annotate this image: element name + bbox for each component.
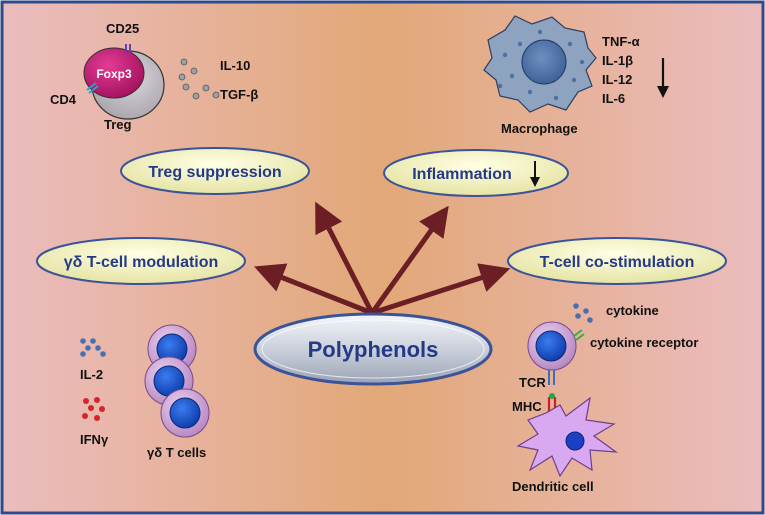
tgfb-label: TGF-β: [220, 87, 258, 102]
gd-tcells-group: IL-2 IFNγ γδ T cells: [80, 324, 210, 460]
macrophage-cytokine-1: TNF-α: [602, 34, 640, 49]
tcr-icon: [548, 370, 555, 385]
cytokine-dots-icon: [573, 303, 593, 323]
dendritic-nucleus: [565, 431, 585, 451]
oval-gd-modulation: γδ T-cell modulation: [36, 237, 246, 285]
cd25-label: CD25: [106, 21, 139, 36]
decrease-arrow-icon: [657, 58, 669, 98]
oval-treg-suppression: Treg suppression: [120, 147, 310, 195]
oval-costimulation: T-cell co-stimulation: [507, 237, 727, 285]
cd4-receptor-icon: [86, 82, 99, 94]
macrophage-cytokine-2: IL-1β: [602, 53, 633, 68]
cd4-label: CD4: [50, 92, 77, 107]
gd-tcell-3: [160, 388, 210, 438]
arrow-to-treg-suppression: [315, 201, 375, 316]
il2-dots-icon: [80, 338, 106, 357]
il10-dots-icon: [178, 58, 198, 81]
costimulation-label: T-cell co-stimulation: [540, 254, 695, 271]
il10-label: IL-10: [220, 58, 250, 73]
tcr-label: TCR: [519, 375, 546, 390]
macrophage-group: TNF-α IL-1β IL-12 IL-6 Macrophage: [483, 15, 669, 136]
treg-suppression-label: Treg suppression: [148, 164, 281, 181]
mhc-label: MHC: [512, 399, 542, 414]
foxp3-label: Foxp3: [96, 67, 132, 81]
cytokine-receptor-icon: [573, 329, 585, 341]
treg-group: Foxp3 CD25 CD4 Treg IL-10 TGF-β: [50, 21, 258, 132]
arrow-to-gd-modulation: [254, 263, 375, 316]
cytokine-receptor-label: cytokine receptor: [590, 335, 698, 350]
macrophage-cytokine-4: IL-6: [602, 91, 625, 106]
polyphenols-label: Polyphenols: [308, 337, 439, 362]
tgfb-dots-icon: [182, 83, 220, 100]
gd-tcells-label: γδ T cells: [147, 445, 206, 460]
inflammation-label: Inflammation: [412, 166, 512, 183]
cytokine-label: cytokine: [606, 303, 659, 318]
cd25-receptor-icon: [125, 44, 131, 53]
macrophage-label: Macrophage: [501, 121, 578, 136]
treg-label: Treg: [104, 117, 132, 132]
foxp3-nucleus: [83, 47, 145, 99]
dendritic-label: Dendritic cell: [512, 479, 594, 494]
gd-modulation-label: γδ T-cell modulation: [64, 254, 219, 271]
macrophage-cytokine-3: IL-12: [602, 72, 632, 87]
macrophage-granules: [497, 29, 585, 101]
dendritic-group: cytokine cytokine receptor TCR MHC Dendr…: [512, 303, 698, 494]
oval-inflammation: Inflammation: [383, 149, 569, 197]
ifng-label: IFNγ: [80, 432, 109, 447]
effect-arrows: [254, 201, 511, 316]
arrow-to-inflammation: [369, 205, 449, 316]
inflammation-decrease-arrow-icon: [530, 161, 540, 187]
arrow-to-costimulation: [369, 263, 511, 316]
il2-label: IL-2: [80, 367, 103, 382]
macrophage-nucleus: [521, 39, 567, 85]
polyphenols-node: Polyphenols: [253, 312, 493, 386]
ifng-dots-icon: [82, 397, 105, 421]
t-cell: [527, 321, 577, 371]
